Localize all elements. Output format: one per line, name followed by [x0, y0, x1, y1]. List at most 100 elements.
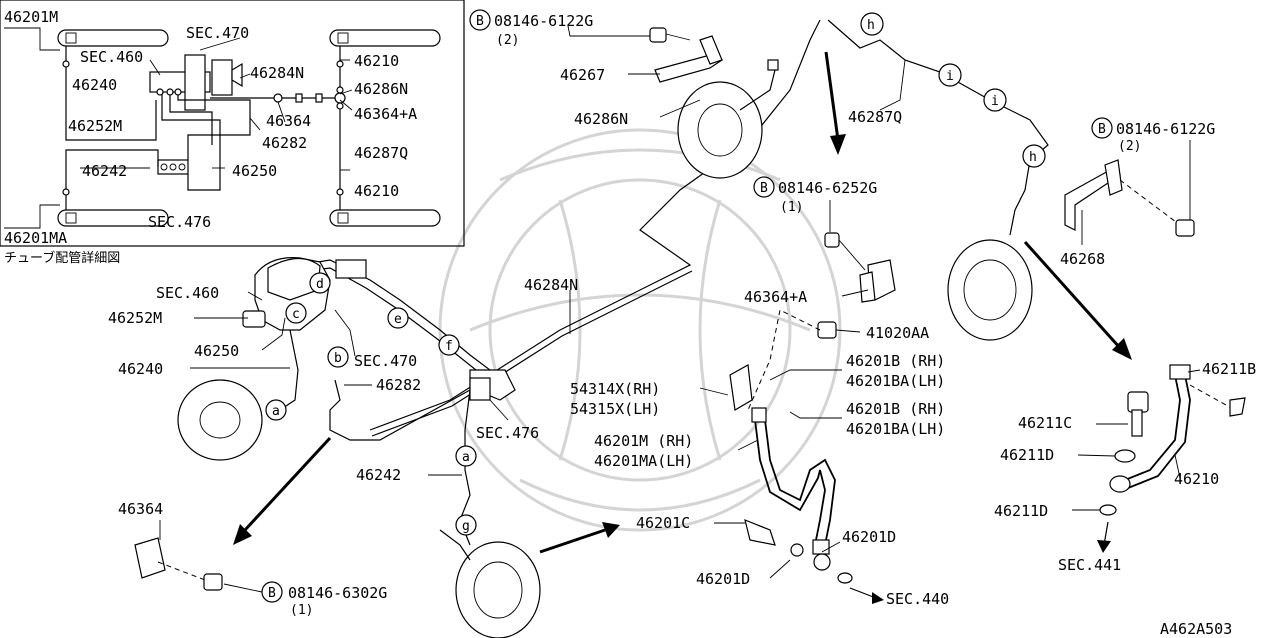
inset-46201MA: 46201MA: [4, 229, 67, 247]
bracket-46364A: [824, 232, 896, 303]
label-46201B-rh-2: 46201B (RH): [846, 400, 945, 418]
label-54315X: 54315X(LH): [570, 400, 660, 418]
label-46211D-1: 46211D: [1000, 446, 1054, 464]
bolt-bottom-part: 08146-6302G: [288, 584, 387, 602]
marker-g: g: [462, 519, 470, 534]
bolt-callout-top: B 08146-6122G (2): [469, 9, 593, 48]
bolt-right-prefix: B: [1098, 122, 1106, 137]
bolt-right-part: 08146-6122G: [1116, 120, 1215, 138]
rear-flex-hose: [1099, 364, 1246, 516]
bracket-54314X: [729, 364, 753, 411]
front-flex-hose: [744, 407, 853, 584]
marker-i-1: i: [946, 69, 954, 84]
label-46211B: 46211B: [1202, 360, 1256, 378]
inset-46364A: 46364+A: [354, 105, 417, 123]
label-41020AA: 41020AA: [866, 324, 929, 342]
inset-46201M: 46201M: [4, 8, 58, 26]
label-sec460: SEC.460: [156, 284, 219, 302]
bolt-bottom-qty: (1): [290, 603, 313, 618]
marker-f: f: [445, 339, 453, 354]
label-46211D-2: 46211D: [994, 502, 1048, 520]
marker-d: d: [316, 277, 324, 292]
inset-title: チューブ配管詳細図: [4, 250, 120, 266]
label-46282: 46282: [376, 376, 421, 394]
inset-46286N: 46286N: [354, 80, 408, 98]
bolt-top-qty: (2): [496, 33, 519, 48]
rear-right-drum: [947, 239, 1033, 341]
inset-46250: 46250: [232, 162, 277, 180]
bolt-41020AA: [747, 309, 861, 411]
marker-e: e: [394, 312, 402, 327]
label-46201B-rh-1: 46201B (RH): [846, 352, 945, 370]
leader-lines: [159, 25, 1201, 593]
inset-46210-top: 46210: [354, 52, 399, 70]
tube-detail-inset: 46201M SEC.460 SEC.470 46240 46284N 4621…: [0, 0, 465, 247]
label-54314X: 54314X(RH): [570, 380, 660, 398]
label-46286N: 46286N: [574, 110, 628, 128]
inset-46282: 46282: [262, 134, 307, 152]
label-46252M: 46252M: [108, 309, 162, 327]
bracket-46267: [649, 27, 724, 83]
label-46211C: 46211C: [1018, 414, 1072, 432]
label-46210: 46210: [1174, 470, 1219, 488]
bolt-callout-bottom: B 08146-6302G (1): [261, 581, 387, 618]
marker-b: b: [334, 351, 342, 366]
marker-c: c: [292, 307, 300, 322]
front-left-rotor: [177, 379, 285, 461]
bolt-bottom-prefix: B: [268, 586, 276, 601]
bolt-top-prefix: B: [476, 14, 484, 29]
inset-46210-bottom: 46210: [354, 182, 399, 200]
bolt-mid-qty: (1): [780, 200, 803, 215]
label-46364A: 46364+A: [744, 288, 807, 306]
label-sec476: SEC.476: [476, 424, 539, 442]
label-46242: 46242: [356, 466, 401, 484]
circle-markers: h i i h d c e f b a a g: [265, 12, 1046, 536]
master-cylinder: [242, 257, 367, 331]
label-46201BA-lh-2: 46201BA(LH): [846, 420, 945, 438]
inset-46287Q: 46287Q: [354, 144, 408, 162]
label-sec470: SEC.470: [354, 352, 417, 370]
marker-a-2: a: [462, 450, 470, 465]
label-46240: 46240: [118, 360, 163, 378]
bolt-mid-part: 08146-6252G: [778, 179, 877, 197]
rear-left-drum: [439, 529, 541, 638]
inset-46364: 46364: [266, 112, 311, 130]
bracket-46364: [134, 537, 223, 591]
inset-46284N: 46284N: [250, 64, 304, 82]
bolt-mid-prefix: B: [760, 181, 768, 196]
part-labels: 46267 46286N 46287Q 46268 46284N 46364+A…: [108, 66, 1256, 638]
label-46267: 46267: [560, 66, 605, 84]
label-sec440: SEC.440: [886, 590, 949, 608]
label-sec441: SEC.441: [1058, 556, 1121, 574]
bolt-callout-mid: B 08146-6252G (1): [753, 176, 877, 215]
front-right-rotor: [677, 59, 779, 179]
inset-sec470: SEC.470: [186, 24, 249, 42]
bolt-callout-right: B 08146-6122G (2): [1091, 117, 1215, 154]
figure-code: A462A503: [1160, 620, 1232, 638]
marker-h-1: h: [867, 18, 875, 33]
label-46201M: 46201M (RH): [594, 432, 693, 450]
direction-arrows: [233, 51, 1132, 604]
marker-i-2: i: [991, 94, 999, 109]
inset-sec476: SEC.476: [148, 213, 211, 231]
bolt-right-qty: (2): [1118, 139, 1141, 154]
bolt-top-part: 08146-6122G: [494, 12, 593, 30]
label-46284N: 46284N: [524, 276, 578, 294]
inset-46252M: 46252M: [68, 117, 122, 135]
label-46201D-1: 46201D: [842, 528, 896, 546]
label-46201D-2: 46201D: [696, 570, 750, 588]
brake-tubes: [279, 19, 1049, 546]
marker-h-2: h: [1029, 150, 1037, 165]
inset-sec460: SEC.460: [80, 48, 143, 66]
label-46364: 46364: [118, 500, 163, 518]
label-46268: 46268: [1060, 250, 1105, 268]
inset-46240: 46240: [72, 76, 117, 94]
bracket-46268: [1064, 159, 1195, 237]
junction-block: [469, 369, 516, 401]
label-46201C: 46201C: [636, 514, 690, 532]
label-46250: 46250: [194, 342, 239, 360]
marker-a-1: a: [272, 404, 280, 419]
label-46201MA: 46201MA(LH): [594, 452, 693, 470]
label-46201BA-lh-1: 46201BA(LH): [846, 372, 945, 390]
